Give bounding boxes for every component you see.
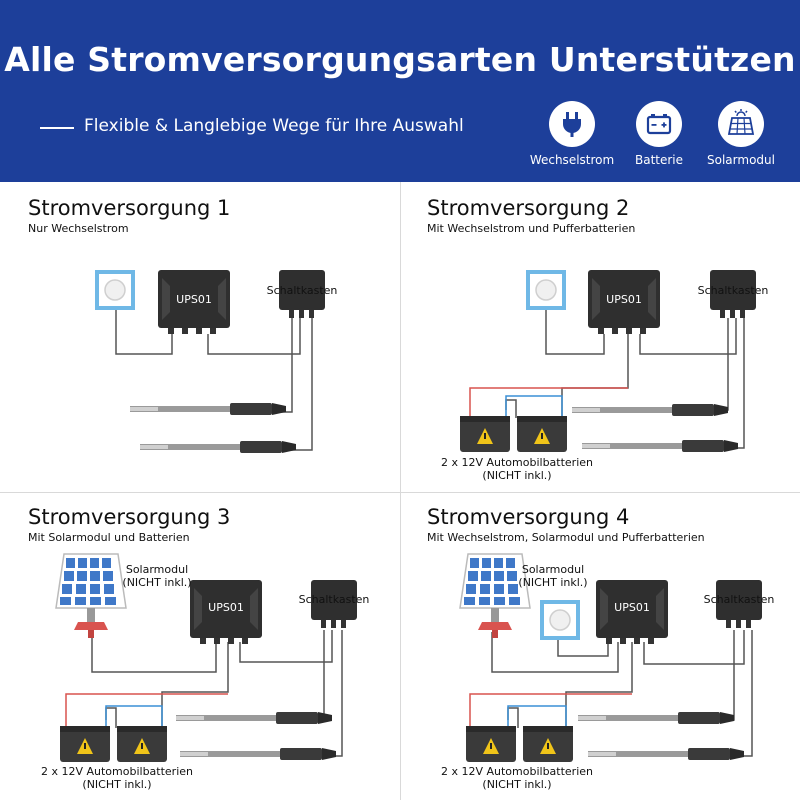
linear-actuator: [176, 712, 332, 724]
solar-label-line2: (NICHT inkl.): [122, 576, 192, 589]
panel-title: Stromversorgung 3: [28, 505, 231, 529]
linear-actuator: [588, 748, 744, 760]
controller-box: [588, 270, 660, 334]
linear-actuator: [180, 748, 336, 760]
car-battery: [523, 726, 573, 762]
wall-outlet: [95, 270, 135, 310]
controller-label: UPS01: [208, 601, 244, 614]
panel-subtitle: Mit Wechselstrom, Solarmodul und Pufferb…: [427, 531, 705, 544]
linear-actuator: [572, 404, 728, 416]
junction-box: [279, 270, 325, 318]
car-battery: [466, 726, 516, 762]
panel-divider-vertical: [400, 182, 401, 800]
batteries-label-line2: (NICHT inkl.): [482, 778, 552, 791]
car-battery: [460, 416, 510, 452]
junction-box: [716, 580, 762, 628]
power-type-label: Batterie: [634, 153, 684, 167]
page-title: Alle Stromversorgungsarten Unterstützen: [4, 40, 796, 79]
header-banner: Alle Stromversorgungsarten Unterstützen …: [0, 0, 800, 182]
battery-icon: [636, 101, 682, 147]
linear-actuator: [582, 440, 738, 452]
panel-subtitle: Mit Solarmodul und Batterien: [28, 531, 190, 544]
wiring-diagram-3: [55, 553, 357, 762]
subtitle-dash: [40, 127, 74, 129]
linear-actuator: [130, 403, 286, 415]
controller-label: UPS01: [176, 293, 212, 306]
batteries-label-line2: (NICHT inkl.): [482, 469, 552, 482]
junction-box-label: Schaltkasten: [266, 284, 338, 297]
panel-subtitle: Mit Wechselstrom und Pufferbatterien: [427, 222, 636, 235]
junction-box-label: Schaltkasten: [697, 284, 769, 297]
controller-box: [158, 270, 230, 334]
batteries-label-line1: 2 x 12V Automobilbatterien: [440, 765, 594, 778]
linear-actuator: [140, 441, 296, 453]
wall-outlet: [526, 270, 566, 310]
batteries-label: 2 x 12V Automobilbatterien (NICHT inkl.): [32, 765, 202, 791]
controller-box: [190, 580, 262, 644]
wiring-diagram-1: [95, 270, 325, 453]
junction-box-label: Schaltkasten: [703, 593, 775, 606]
linear-actuator: [578, 712, 734, 724]
solar-label-line2: (NICHT inkl.): [518, 576, 588, 589]
batteries-label: 2 x 12V Automobilbatterien (NICHT inkl.): [432, 765, 602, 791]
solar-panel-icon: [718, 101, 764, 147]
wires: [491, 630, 753, 757]
car-battery: [517, 416, 567, 452]
wall-outlet: [540, 600, 580, 640]
junction-box: [311, 580, 357, 628]
junction-box: [710, 270, 756, 318]
page-subtitle: Flexible & Langlebige Wege für Ihre Ausw…: [84, 116, 464, 136]
power-type-label: Wechselstrom: [529, 153, 615, 167]
batteries-label: 2 x 12V Automobilbatterien (NICHT inkl.): [432, 456, 602, 482]
controller-label: UPS01: [606, 293, 642, 306]
panel-title: Stromversorgung 2: [427, 196, 630, 220]
car-battery: [117, 726, 167, 762]
car-battery: [60, 726, 110, 762]
plug-icon: [549, 101, 595, 147]
batteries-label-line1: 2 x 12V Automobilbatterien: [440, 456, 594, 469]
junction-box-label: Schaltkasten: [298, 593, 370, 606]
panel-title: Stromversorgung 4: [427, 505, 630, 529]
solar-label: Solarmodul (NICHT inkl.): [112, 563, 202, 589]
wiring-diagram-2: [460, 270, 756, 452]
power-type-label: Solarmodul: [707, 153, 775, 167]
solar-label: Solarmodul (NICHT inkl.): [508, 563, 598, 589]
controller-label: UPS01: [614, 601, 650, 614]
batteries-label-line2: (NICHT inkl.): [82, 778, 152, 791]
panel-subtitle: Nur Wechselstrom: [28, 222, 129, 235]
panel-title: Stromversorgung 1: [28, 196, 231, 220]
wiring-diagram-4: [459, 553, 762, 762]
solar-label-line1: Solarmodul: [521, 563, 585, 576]
solar-label-line1: Solarmodul: [125, 563, 189, 576]
controller-box: [596, 580, 668, 644]
solar-panel: [459, 553, 531, 638]
batteries-label-line1: 2 x 12V Automobilbatterien: [40, 765, 194, 778]
solar-panel: [55, 553, 127, 638]
